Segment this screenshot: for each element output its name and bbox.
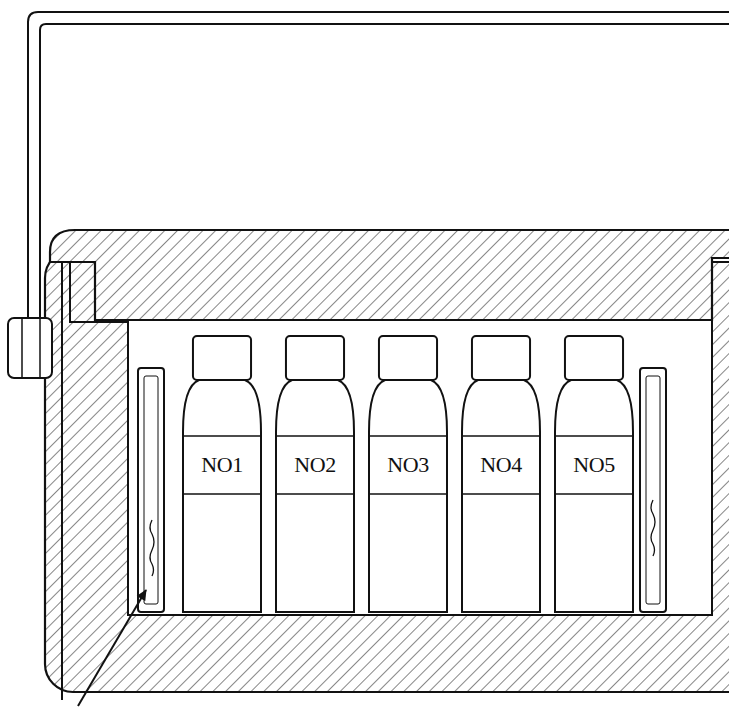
bottle: NO3	[364, 334, 452, 614]
buckle	[8, 318, 52, 378]
bottle: NO1	[178, 334, 266, 614]
bottle-label: NO3	[364, 436, 452, 494]
bottle-label: NO2	[271, 436, 359, 494]
bottle-label: NO4	[457, 436, 545, 494]
bottle: NO2	[271, 334, 359, 614]
ice-pack	[138, 368, 164, 612]
ice-pack	[640, 368, 666, 612]
bottle-label: NO1	[178, 436, 266, 494]
leader-arrow	[78, 590, 146, 706]
bottle: NO5	[550, 334, 638, 614]
bottle: NO4	[457, 334, 545, 614]
bottle-label: NO5	[550, 436, 638, 494]
cavity-outline	[62, 262, 729, 700]
lid	[50, 230, 729, 320]
